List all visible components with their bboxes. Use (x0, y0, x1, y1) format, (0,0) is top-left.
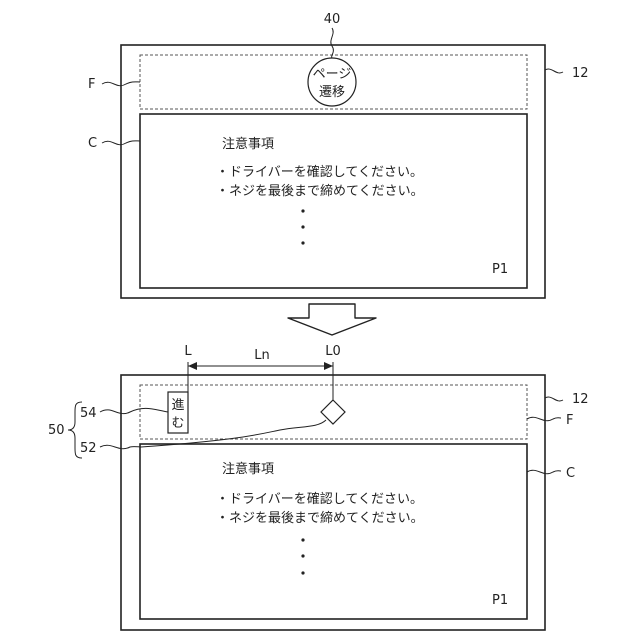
bottom-screen: 進 む L Ln L0 注意事項 ・ドライバーを確認してください。 ・ネジを最後… (48, 344, 589, 630)
arrowhead-right-icon (324, 362, 333, 370)
ref-50: 50 (48, 423, 65, 438)
ellipsis-dot (301, 554, 304, 557)
bottom-content-area (140, 444, 527, 619)
top-content-area (140, 114, 527, 288)
ref-C-bottom: C (566, 466, 575, 481)
arrowhead-left-icon (188, 362, 197, 370)
advance-button-label-1: 進 (171, 398, 184, 413)
leader-C-bottom (527, 470, 561, 473)
ref-54: 54 (80, 406, 97, 421)
leader-12-bottom (545, 397, 563, 401)
label-L0: L0 (325, 344, 341, 359)
ref-12-bottom: 12 (572, 392, 589, 407)
ellipsis-dot (301, 225, 304, 228)
ref-F-bottom: F (566, 413, 573, 428)
ref-12-top: 12 (572, 66, 589, 81)
ellipsis-dot (301, 571, 304, 574)
transition-arrow-icon (288, 304, 376, 335)
page-transition-label-2: 遷移 (319, 85, 345, 100)
ref-52: 52 (80, 441, 97, 456)
ellipsis-dot (301, 209, 304, 212)
advance-button-label-2: む (171, 416, 184, 431)
bottom-page-number: P1 (492, 593, 508, 608)
ref-F-top: F (88, 77, 95, 92)
leader-F-bottom (527, 417, 561, 420)
ellipsis-dot (301, 241, 304, 244)
leader-40 (331, 28, 334, 58)
top-screen: ページ 遷移 注意事項 ・ドライバーを確認してください。 ・ネジを最後まで締めて… (88, 12, 589, 298)
leader-12-top (545, 69, 563, 73)
bottom-line-1: ・ドライバーを確認してください。 (216, 491, 423, 507)
top-heading: 注意事項 (222, 136, 274, 152)
bottom-line-2: ・ネジを最後まで締めてください。 (216, 510, 424, 526)
top-page-number: P1 (492, 262, 508, 277)
leader-54 (100, 408, 168, 413)
page-transition-label-1: ページ (313, 67, 352, 82)
ref-C-top: C (88, 136, 97, 151)
bottom-heading: 注意事項 (222, 461, 274, 477)
label-L: L (184, 344, 192, 359)
top-line-2: ・ネジを最後まで締めてください。 (216, 183, 424, 199)
top-line-1: ・ドライバーを確認してください。 (216, 164, 423, 180)
drag-handle-icon[interactable] (321, 400, 345, 424)
ref-40: 40 (324, 12, 341, 27)
label-Ln: Ln (254, 348, 269, 363)
ellipsis-dot (301, 538, 304, 541)
